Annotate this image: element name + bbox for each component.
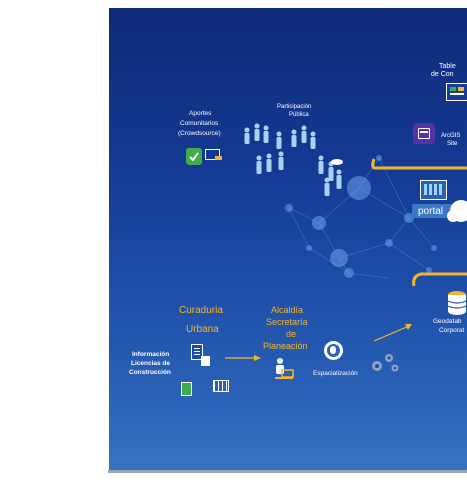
calculator-icon — [181, 382, 192, 396]
diagram-panel: Table de Con ArcGIS Site portal Aportes … — [109, 8, 467, 473]
database-icon — [447, 291, 467, 315]
geodatabase-label-2: Corporat — [439, 327, 465, 334]
participacion-label-1: Participación — [277, 104, 312, 110]
espacializacion-label: Espacialización — [313, 370, 358, 377]
geodatabase-label-1: Geodatab — [433, 318, 462, 325]
crowdsource-check-icon — [186, 148, 202, 165]
table-icon — [213, 380, 229, 392]
gears-icon — [372, 354, 399, 372]
participacion-label-2: Pública — [289, 112, 309, 118]
alcaldia-label-4: Planeación — [263, 341, 308, 351]
panel-shadow — [108, 470, 467, 473]
person-computer-icon — [275, 358, 294, 379]
curaduria-label-2: Urbana — [186, 324, 219, 335]
globe-icon — [324, 341, 343, 360]
arcgis-site-icon[interactable] — [413, 123, 435, 144]
portal-label: portal — [418, 206, 444, 217]
informacion-label-3: Construcción — [129, 369, 171, 376]
arcgis-label-1: ArcGIS — [441, 133, 461, 139]
arrow-icon — [225, 355, 261, 361]
aportes-label-3: (Crowdsource) — [178, 130, 221, 137]
cloud-icon — [447, 200, 467, 222]
network-graph — [285, 155, 467, 342]
dashboard-icon[interactable] — [446, 83, 467, 101]
people-icon — [244, 123, 343, 196]
monitor-icon — [205, 149, 222, 160]
alcaldia-label-3: de — [286, 329, 297, 339]
curaduria-label-1: Curaduria — [179, 305, 223, 316]
aportes-label-1: Aportes — [189, 110, 212, 117]
informacion-label-2: Licencias de — [131, 360, 171, 367]
informacion-label-1: Información — [132, 351, 170, 358]
portal-badge — [412, 204, 454, 218]
tablero-label-1: Table — [439, 63, 456, 70]
aportes-label-2: Comunitarios — [180, 120, 219, 127]
document-icon — [191, 344, 203, 360]
portal-icon[interactable] — [420, 180, 447, 200]
alcaldia-label-2: Secretaría — [266, 317, 308, 327]
tablero-label-2: de Con — [431, 71, 454, 78]
alcaldia-label-1: Alcaldía — [271, 305, 304, 315]
building-icon — [201, 356, 210, 366]
arcgis-label-2: Site — [447, 141, 458, 147]
